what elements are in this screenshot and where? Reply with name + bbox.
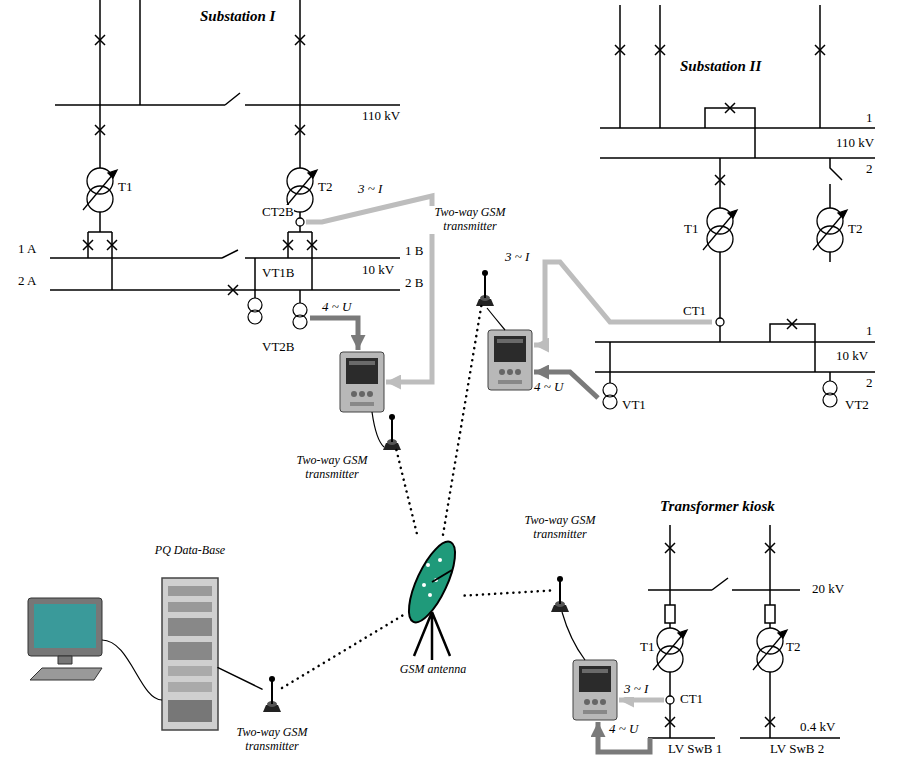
- signal-label: 3 ~ I: [358, 182, 382, 197]
- transmitter-icon: [263, 676, 281, 712]
- substation-title: Substation I: [200, 8, 275, 25]
- busbar-label: 1 B: [405, 244, 423, 259]
- node-label: Two-way GSM transmitter: [510, 514, 610, 542]
- pq-database-server: [162, 578, 218, 730]
- gsm-radio-link: [282, 614, 405, 688]
- signal-label: 4 ~ U: [322, 300, 351, 315]
- busbar-label: 2 A: [18, 274, 36, 289]
- data-cable: [218, 668, 262, 689]
- gsm-radio-link: [443, 306, 481, 535]
- node-label: PQ Data-Base: [140, 544, 240, 558]
- transmitter-icon: [551, 576, 569, 612]
- busbar-label: 1 A: [18, 242, 36, 257]
- node-label: GSM antenna: [393, 663, 473, 677]
- ct-label: CT1: [683, 304, 706, 319]
- substation-title: Substation II: [680, 58, 761, 75]
- substation-one: [50, 0, 400, 303]
- gsm-transmitter: Two-way GSM transmitter: [475, 262, 495, 306]
- transmitter-icon: [383, 414, 401, 450]
- signal-label: 4 ~ U: [534, 380, 563, 395]
- antenna-cable: [372, 412, 384, 447]
- gsm-transmitter: Two-way GSM transmitter: [262, 676, 282, 712]
- transformer-label: T2: [848, 222, 862, 237]
- computer-workstation: [28, 598, 162, 700]
- switchboard-label: LV SwB 1: [668, 742, 722, 757]
- substation-two: [595, 5, 875, 383]
- vt-label: VT1: [622, 398, 646, 413]
- signal-label: 3 ~ I: [624, 682, 648, 697]
- busbar-label: 2 B: [405, 276, 423, 291]
- transformer-label: T1: [684, 222, 698, 237]
- pq-analyzer: [573, 660, 617, 720]
- busbar-label: 2: [866, 376, 873, 391]
- transformer-label: T1: [118, 180, 132, 195]
- switchboard-label: LV SwB 2: [770, 742, 824, 757]
- gsm-transmitter: Two-way GSM transmitter: [550, 568, 570, 612]
- node-label: Two-way GSM transmitter: [425, 206, 515, 234]
- kiosk-title: Transformer kiosk: [660, 498, 775, 515]
- substation-two-symbols: [603, 45, 847, 409]
- voltage-label: 110 kV: [362, 109, 400, 124]
- measurement-wires: [534, 262, 712, 398]
- gsm-transmitter: Two-way GSM transmitter: [382, 414, 402, 450]
- vt-label: VT2: [845, 398, 869, 413]
- antenna-cable: [562, 612, 585, 660]
- ct-label: CT1: [680, 692, 703, 707]
- gsm-antenna-icon: [400, 536, 464, 660]
- signal-label: 4 ~ U: [609, 722, 638, 737]
- substation-one-symbols: [83, 35, 317, 329]
- transformer-label: T1: [640, 640, 654, 655]
- busbar-label: 1: [866, 111, 873, 126]
- busbar-label: 2: [866, 162, 873, 177]
- node-label: Two-way GSM transmitter: [288, 454, 376, 482]
- busbar-label: 1: [866, 324, 873, 339]
- gsm-antenna: GSM antenna: [405, 535, 460, 660]
- transformer-label: T2: [786, 640, 800, 655]
- transmitter-icon: [476, 270, 494, 306]
- pq-analyzer: [488, 330, 532, 390]
- vt-label: VT2B: [262, 340, 295, 355]
- voltage-label: 10 kV: [836, 349, 868, 364]
- node-label: Two-way GSM transmitter: [227, 726, 317, 754]
- pq-analyzer: [340, 352, 384, 412]
- transformer-label: T2: [318, 180, 332, 195]
- transformer-kiosk: [648, 525, 840, 738]
- voltage-label: 0.4 kV: [800, 720, 835, 735]
- signal-label: 3 ~ I: [505, 250, 529, 265]
- kiosk-symbols: [653, 543, 787, 727]
- voltage-label: 110 kV: [836, 136, 874, 151]
- ct-label: CT2B: [262, 205, 294, 220]
- database-server: PQ Data-Base: [162, 578, 218, 730]
- voltage-label: 20 kV: [812, 582, 844, 597]
- gsm-radio-link: [396, 450, 417, 535]
- gsm-radio-link: [460, 591, 550, 596]
- voltage-label: 10 kV: [362, 263, 394, 278]
- vt-label: VT1B: [262, 266, 295, 281]
- antenna-cable: [487, 308, 505, 330]
